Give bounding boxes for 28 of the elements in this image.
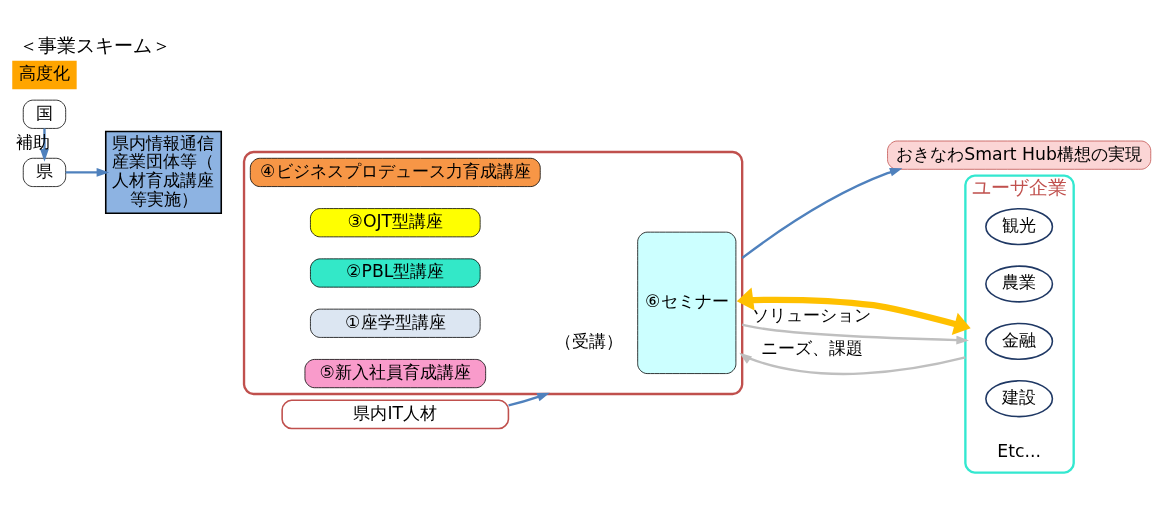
arrow: [741, 322, 969, 344]
cluster: [242, 150, 744, 395]
arrow: [65, 167, 110, 177]
arrow: [739, 352, 966, 375]
edge-label: ソリューション: [752, 304, 872, 325]
node-box: 県: [22, 157, 67, 187]
node-box: 国: [22, 99, 67, 129]
node-box: ④ビジネスプロデュース力育成講座: [249, 157, 541, 187]
diagram-title: ＜事業スキーム＞: [19, 34, 172, 56]
node-box: おきなわSmart Hub構想の実現: [887, 140, 1152, 170]
arrow: [736, 287, 971, 335]
node-box: 県内情報通信産業団体等（人材育成講座等実施）: [104, 130, 223, 214]
node-ellipse: 農業: [985, 264, 1054, 303]
node-box: ⑥セミナー: [637, 231, 737, 374]
node-ellipse: 建設: [985, 379, 1054, 417]
node-box: 県内IT人材: [281, 399, 510, 429]
node-box: ①座学型講座: [310, 308, 481, 338]
edge-label: （受講）: [554, 330, 623, 351]
node-box: ⑤新入社員育成講座: [304, 358, 487, 388]
node-box: ②PBL型講座: [310, 257, 481, 288]
arrow: [741, 167, 903, 259]
arrow: [508, 392, 550, 406]
label: 高度化: [18, 62, 70, 83]
edge-label: ニーズ、課題: [760, 337, 863, 358]
node-box: ③OJT型講座: [310, 207, 481, 237]
node-ellipse: 金融: [985, 322, 1054, 360]
node-ellipse: 観光: [985, 207, 1054, 245]
node-text: Etc...: [997, 440, 1041, 461]
